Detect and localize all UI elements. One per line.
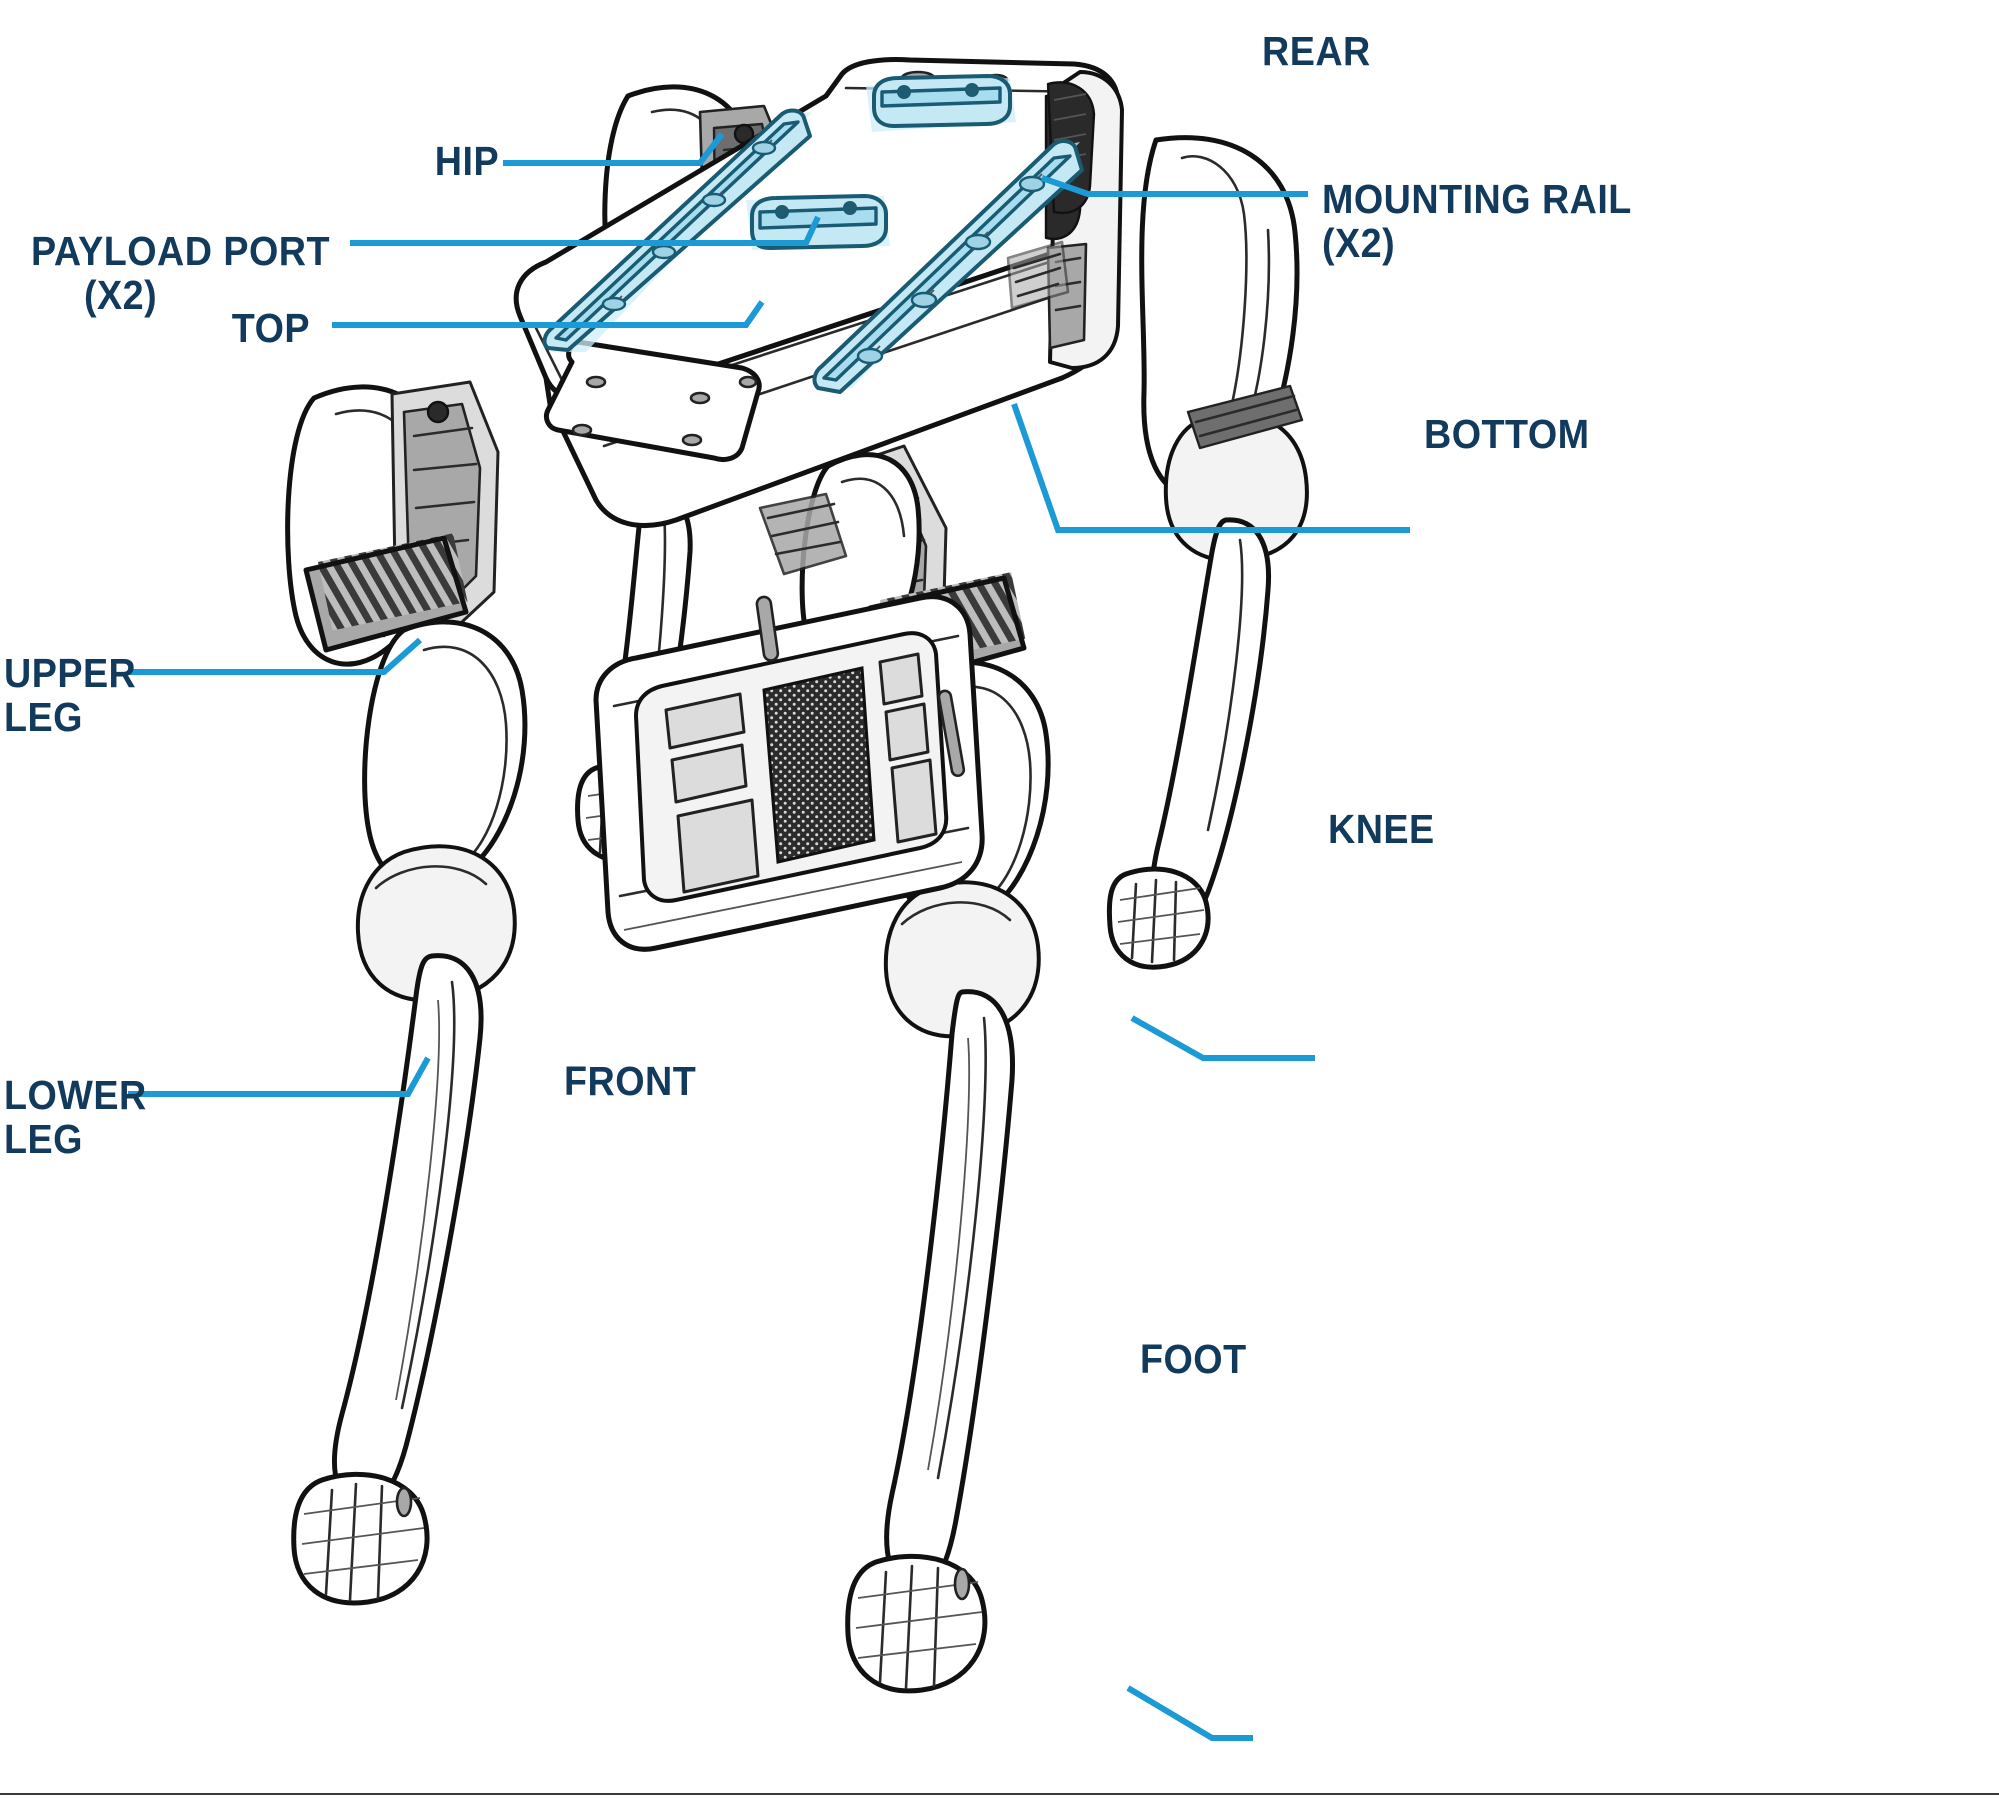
callout-label-upper-leg-line2: LEG: [4, 694, 83, 740]
torso-bracket-detail: [755, 492, 848, 662]
callout-label-knee: KNEE: [1328, 806, 1435, 852]
callout-label-lower-leg-line1: LOWER: [4, 1072, 147, 1118]
callout-label-top: TOP: [231, 305, 310, 351]
callout-label-payload-port-line2: (x2): [84, 272, 158, 318]
callout-label-mounting-rail-line2: (x2): [1322, 220, 1396, 266]
callout-label-lower-leg-line2: LEG: [4, 1116, 83, 1162]
callout-label-hip: HIP: [434, 138, 500, 184]
callout-label-bottom: BOTTOM: [1424, 411, 1590, 457]
callout-label-foot: FOOT: [1140, 1336, 1247, 1382]
callout-label-payload-port-line1: PAYLOAD PORT: [31, 228, 330, 274]
front-left-leg: [285, 380, 528, 1606]
rear-right-leg: [1106, 135, 1309, 970]
callout-label-upper-leg-line1: UPPER: [4, 650, 137, 696]
callout-label-rear: REAR: [1262, 28, 1371, 74]
footer-divider: [0, 1793, 1999, 1795]
callout-label-mounting-rail-line1: MOUNTING RAIL: [1322, 176, 1632, 222]
front-sensor-module: [593, 594, 985, 952]
callout-label-front: FRONT: [564, 1058, 697, 1104]
